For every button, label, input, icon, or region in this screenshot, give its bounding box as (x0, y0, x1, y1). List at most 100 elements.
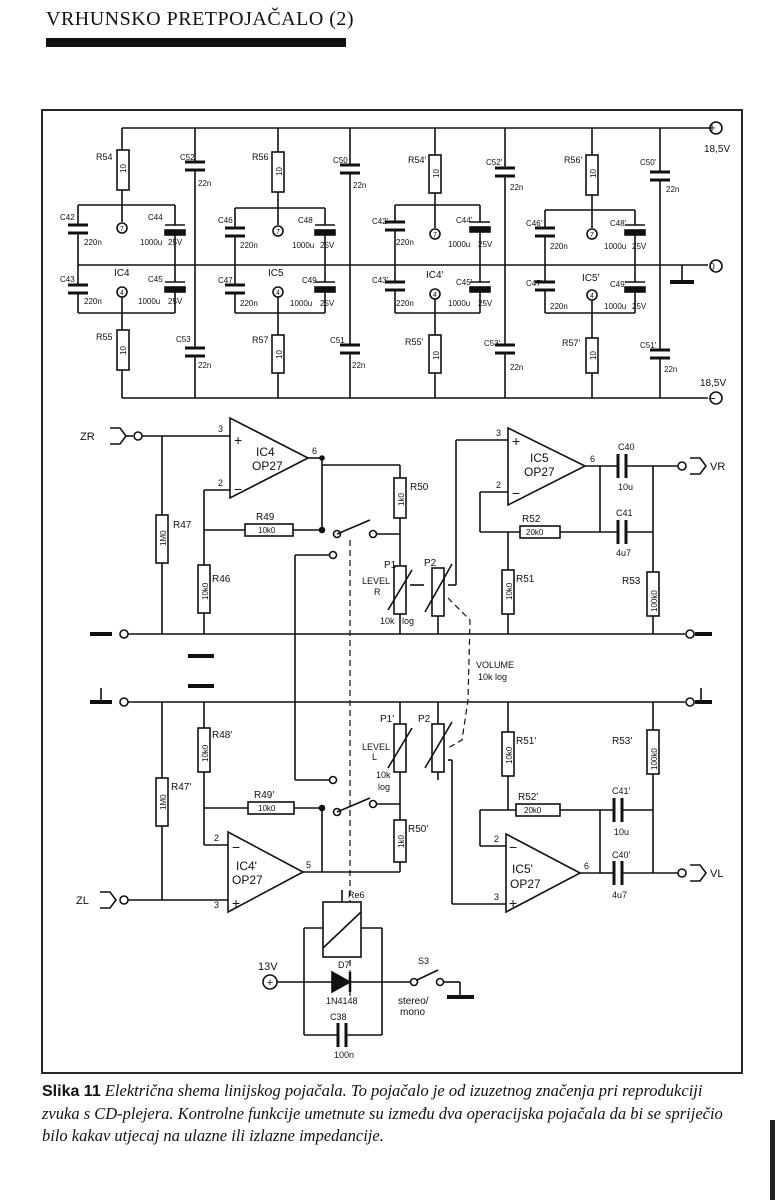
r47p-value: 1M0 (159, 794, 168, 810)
d7-type: 1N4148 (326, 996, 358, 1006)
ic4-pin3: 3 (218, 424, 223, 434)
ic4p-pin3: 3 (214, 900, 219, 910)
ic5p-pin2: 2 (494, 834, 499, 844)
ic5-name: IC5 (530, 451, 549, 465)
c41-label: C41 (616, 508, 633, 518)
c42p-label: C42' (372, 217, 389, 226)
r48p-value: 10k0 (201, 744, 210, 762)
r54p-value: 10 (432, 169, 441, 178)
r48p-label: R48' (212, 730, 232, 741)
supply-symbol: + (267, 977, 273, 989)
ic4p-minus-sign: − (232, 839, 240, 855)
c45-value: 1000u (138, 297, 160, 306)
c51-value: 22n (352, 361, 365, 370)
ic4-type: OP27 (252, 459, 283, 473)
volume-label: VOLUME (476, 660, 514, 670)
c52p-value: 22n (510, 183, 523, 192)
r49p-value: 10k0 (258, 804, 276, 813)
c43-label: C43 (60, 275, 75, 284)
c53p-value: 22n (510, 363, 523, 372)
r50-label: R50 (410, 482, 429, 493)
r56p-value: 10 (589, 169, 598, 178)
r53-value: 100k0 (650, 590, 659, 612)
ic4-pin6: 6 (312, 446, 317, 456)
c53p-label: C53' (484, 339, 501, 348)
p1-law: log (402, 616, 414, 626)
ic5p-name: IC5' (512, 862, 533, 876)
ic5-type: OP27 (524, 465, 555, 479)
r55p-label: R55' (405, 337, 424, 347)
c41p-label: C41' (612, 786, 631, 796)
r57p-label: R57' (562, 338, 581, 348)
p1-value: 10k (380, 616, 395, 626)
edge-mark (770, 1120, 775, 1200)
relay-label: Re6 (348, 890, 365, 900)
ic5p-minus-sign: − (509, 839, 517, 855)
r49p-label: R49' (254, 790, 274, 801)
rail-neg-symbol: − (708, 391, 716, 406)
ic4-minus-sign: − (234, 481, 242, 497)
c38-value: 100n (334, 1050, 354, 1060)
c45-label: C45 (148, 275, 163, 284)
page-header: VRHUNSKO PRETPOJAČALO (2) (46, 8, 354, 47)
circuit-schematic: + 18,5V 0 18,5V − R54 10 C52 22n C42 220… (41, 109, 743, 1074)
ic5-pin2: 2 (496, 480, 501, 490)
rail-pos-label: 18,5V (704, 144, 730, 155)
level-l-channel: L (372, 752, 377, 762)
c41p-value: 10u (614, 827, 629, 837)
r51p-label: R51' (516, 736, 536, 747)
ic5p-pin4: 4 (590, 293, 594, 300)
c46p-value: 220n (550, 242, 568, 251)
ic4-pin2: 2 (218, 478, 223, 488)
c49-value: 1000u (290, 299, 312, 308)
r49-label: R49 (256, 512, 275, 523)
ic4p-pin2: 2 (214, 833, 219, 843)
r57-value: 10 (275, 350, 284, 359)
c47-label: C47 (218, 276, 233, 285)
c48p-value: 1000u (604, 242, 626, 251)
c45p-label: C45' (456, 278, 473, 287)
c44-voltage: 25V (168, 238, 183, 247)
p2p-label: P2 (418, 714, 431, 725)
r55p-value: 10 (432, 351, 441, 360)
c40p-label: C40' (612, 850, 631, 860)
c47p-value: 220n (550, 302, 568, 311)
c42p-value: 220n (396, 238, 414, 247)
figure-caption: Slika 11 Električna shema linijskog poja… (42, 1080, 742, 1147)
r46-value: 10k0 (201, 582, 210, 600)
ic5-pin7: 7 (276, 229, 280, 236)
r46-label: R46 (212, 574, 231, 585)
s3-label: S3 (418, 956, 429, 966)
c38-label: C38 (330, 1012, 347, 1022)
c50-value: 22n (353, 181, 366, 190)
ic5p-label: IC5' (582, 273, 600, 284)
ic5-pin6: 6 (590, 454, 595, 464)
ic4p-pin7: 7 (433, 232, 437, 239)
c48-label: C48 (298, 216, 313, 225)
figure-caption-text: Električna shema linijskog pojačala. To … (42, 1081, 723, 1145)
c48p-label: C48' (610, 219, 627, 228)
r56-value: 10 (275, 167, 284, 176)
ic4-label: IC4 (114, 268, 130, 279)
r54-value: 10 (119, 164, 128, 173)
figure-label: Slika 11 (42, 1083, 101, 1100)
s3-label-line1: stereo/ (398, 996, 429, 1007)
c52-label: C52 (180, 153, 195, 162)
p1p-label: P1' (380, 714, 394, 725)
c45p-voltage: 25V (478, 299, 493, 308)
s3-label-line2: mono (400, 1007, 425, 1018)
ic4p-name: IC4' (236, 859, 257, 873)
r47-value: 1M0 (159, 530, 168, 546)
c44-value: 1000u (140, 238, 162, 247)
r57p-value: 10 (589, 351, 598, 360)
c40-label: C40 (618, 442, 635, 452)
input-zl-label: ZL (76, 895, 89, 907)
ic4-name: IC4 (256, 445, 275, 459)
c50-label: C50 (333, 156, 348, 165)
c51p-label: C51' (640, 341, 657, 350)
c49p-voltage: 25V (632, 302, 647, 311)
r47p-label: R47' (171, 782, 191, 793)
c50p-value: 22n (666, 185, 679, 194)
c43p-label: C43' (372, 276, 389, 285)
c46-label: C46 (218, 216, 233, 225)
